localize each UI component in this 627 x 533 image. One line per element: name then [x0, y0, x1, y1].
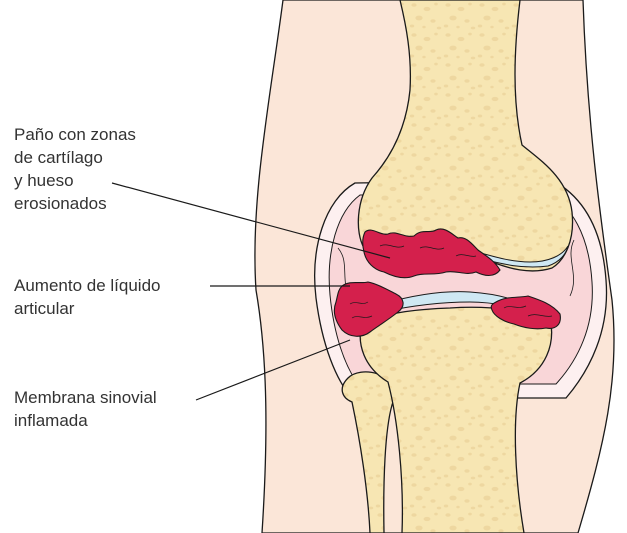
label-liquido-line-2: articular — [14, 297, 161, 320]
label-pano-line-4: erosionados — [14, 192, 136, 215]
label-membrana-line-2: inflamada — [14, 409, 157, 432]
label-membrana-line-1: Membrana sinovial — [14, 386, 157, 409]
label-pano-line-3: y hueso — [14, 169, 136, 192]
label-synovial-membrane: Membrana sinovial inflamada — [14, 386, 157, 432]
label-liquido-line-1: Aumento de líquido — [14, 274, 161, 297]
label-pano-line-2: de cartílago — [14, 146, 136, 169]
label-pano-line-1: Paño con zonas — [14, 123, 136, 146]
label-synovial-fluid: Aumento de líquido articular — [14, 274, 161, 320]
label-pano-erosion: Paño con zonas de cartílago y hueso eros… — [14, 123, 136, 215]
